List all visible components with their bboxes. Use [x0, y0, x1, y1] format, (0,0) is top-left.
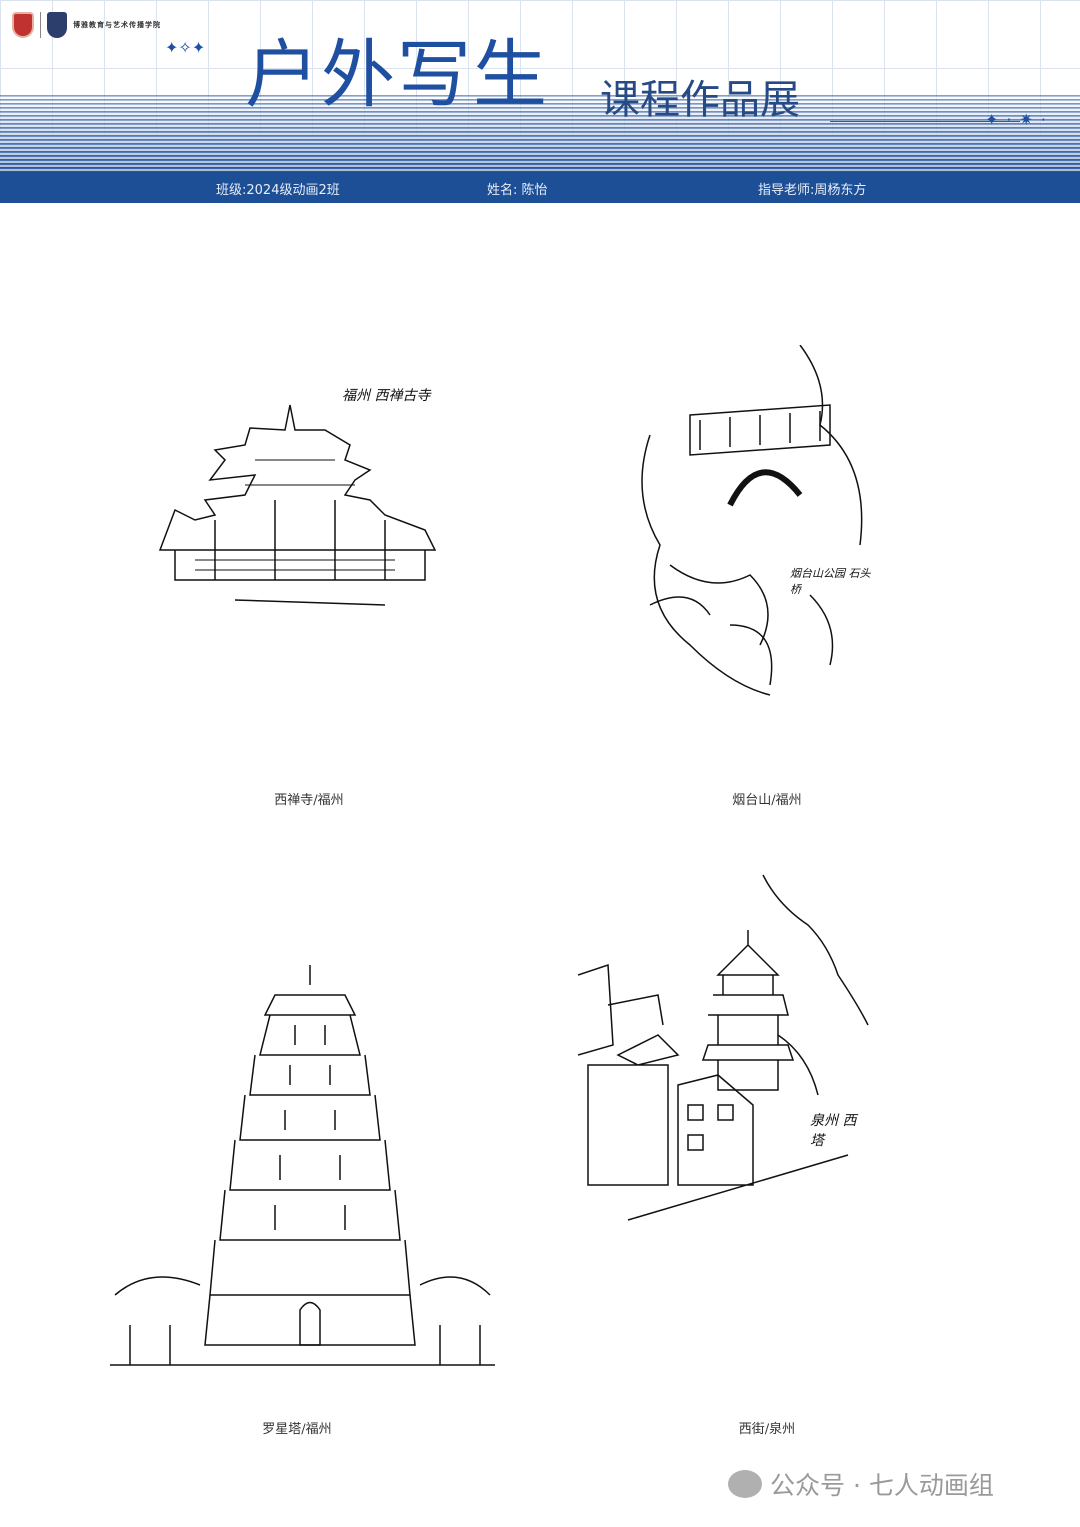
sketch-luoxing-pagoda: [110, 965, 495, 1380]
school-name: 博雅教育与艺术传播学院: [73, 21, 161, 29]
handwritten-note: 泉州 西塔: [810, 1113, 857, 1149]
caption-yantai: 烟台山/福州: [732, 793, 802, 808]
info-bar: 班级:2024级动画2班 姓名: 陈怡 指导老师:周杨东方: [0, 172, 1080, 203]
university-logo: [12, 12, 34, 38]
wechat-icon: [728, 1470, 762, 1498]
logo-group: 博雅教育与艺术传播学院: [12, 12, 161, 38]
page-subtitle: 课程作品展: [600, 77, 800, 123]
watermark-text: 公众号 · 七人动画组: [770, 1471, 994, 1500]
logo-divider: [40, 12, 41, 38]
banner-header: 博雅教育与艺术传播学院 ✦✧✦ 户外写生 课程作品展 ✦·✷·: [0, 0, 1080, 172]
handwritten-note: 烟台山公园 石头桥: [790, 567, 871, 596]
sketch-xichan-temple: [155, 400, 440, 610]
caption-xijie: 西街/泉州: [738, 1422, 796, 1437]
caption-xichan: 西禅寺/福州: [274, 793, 344, 808]
sparkle-icon: ✦✧✦: [165, 38, 206, 57]
sea-texture: [0, 95, 1080, 172]
watermark: 公众号 · 七人动画组: [728, 1466, 994, 1502]
caption-luoxing: 罗星塔/福州: [262, 1422, 332, 1437]
decorative-line: [830, 121, 1020, 122]
college-logo: [47, 12, 67, 38]
sketch-yantai-bridge: [630, 345, 890, 700]
class-label: 班级:2024级动画2班: [216, 183, 340, 198]
sparkle-icon: ✦·✷·: [985, 110, 1054, 129]
handwritten-note: 福州 西禅古寺: [342, 388, 431, 404]
teacher-label: 指导老师:周杨东方: [758, 183, 867, 198]
sketch-west-street: [578, 865, 913, 1360]
student-name: 姓名: 陈怡: [487, 183, 548, 198]
page-title: 户外写生: [245, 32, 549, 118]
